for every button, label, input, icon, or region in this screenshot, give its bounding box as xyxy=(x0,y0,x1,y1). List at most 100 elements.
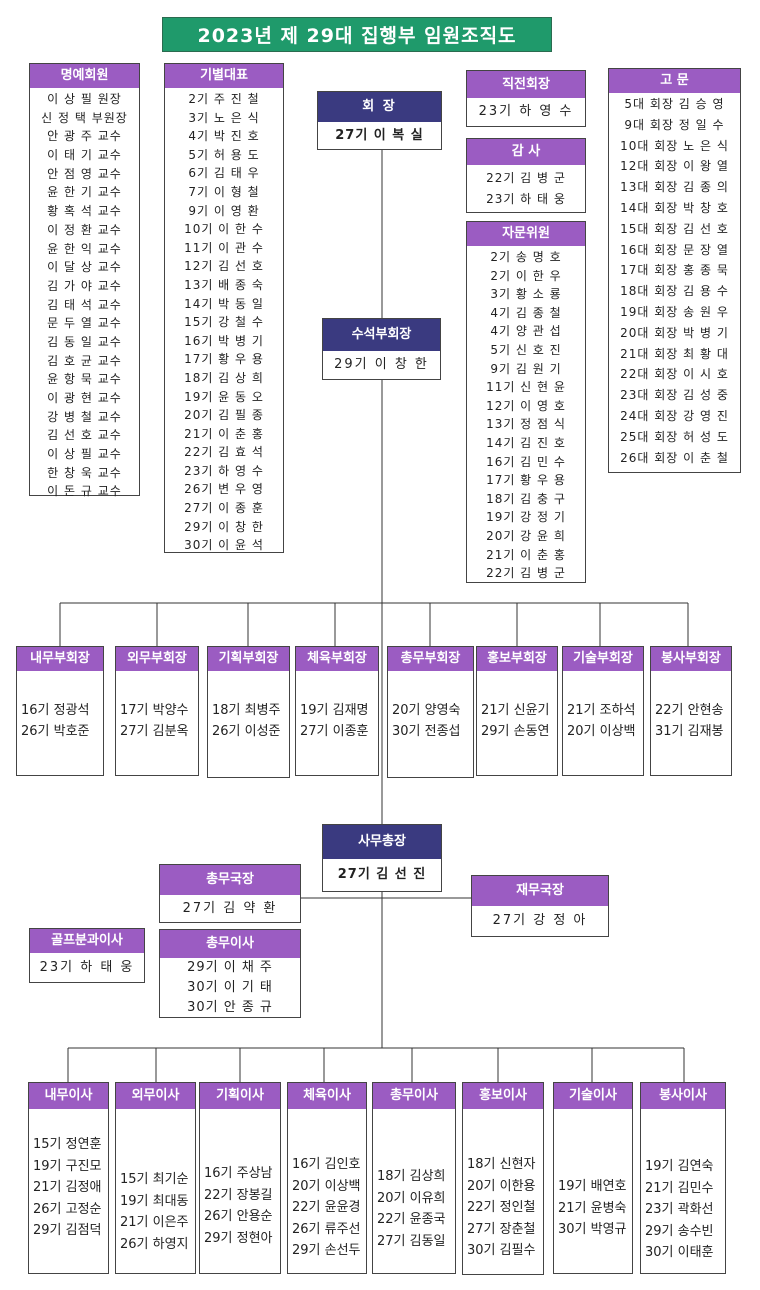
advisor-member: 25대 회장 허 성 도 xyxy=(620,429,729,444)
honorary-member: 이 상 필 교수 xyxy=(47,447,122,462)
class-rep: 9기 이 영 환 xyxy=(188,203,260,218)
general-directors-header: 총무이사 xyxy=(160,930,300,958)
vp-member: 17기 박양수 xyxy=(120,703,189,718)
director-member: 19기 최대동 xyxy=(120,1193,189,1209)
advisor-member: 5대 회장 김 승 영 xyxy=(624,97,725,111)
director-member: 22기 장봉길 xyxy=(204,1187,273,1203)
director-member: 30기 박영규 xyxy=(558,1222,627,1238)
auditor-member: 22기 김 병 군 xyxy=(486,171,566,185)
class-reps-header: 기별대표 xyxy=(165,64,283,88)
class-rep: 15기 강 철 수 xyxy=(184,315,264,330)
advisory-member: 18기 김 충 구 xyxy=(486,491,566,506)
honorary-member: 강 병 철 교수 xyxy=(47,409,122,424)
advisor-member: 19대 회장 송 원 우 xyxy=(620,304,729,319)
director-header: 외무이사 xyxy=(116,1083,195,1109)
advisor-member: 13대 회장 김 종 의 xyxy=(620,180,729,195)
advisor-member: 20대 회장 박 병 기 xyxy=(620,325,729,340)
golf-director-box: 골프분과이사 23기 하 태 웅 xyxy=(29,928,145,983)
auditor-header: 감 사 xyxy=(467,139,585,165)
vp-member: 20기 이상백 xyxy=(567,724,636,739)
vp-header: 외무부회장 xyxy=(116,647,198,671)
vp-member: 31기 김재봉 xyxy=(655,724,724,739)
vp-member: 19기 김재명 xyxy=(300,703,369,718)
secretary-general-name: 27기 김 선 진 xyxy=(337,867,427,882)
advisory-member: 2기 송 명 호 xyxy=(490,250,562,264)
advisory-member: 4기 양 관 섭 xyxy=(490,324,562,339)
advisory-member: 4기 김 종 철 xyxy=(490,305,562,320)
honorary-member: 윤 항 묵 교수 xyxy=(47,372,122,387)
advisory-member: 2기 이 한 우 xyxy=(490,268,562,283)
advisory-member: 20기 강 윤 희 xyxy=(486,528,566,543)
director-member: 21기 윤병숙 xyxy=(558,1200,627,1216)
finance-director-name: 27기 강 정 아 xyxy=(492,913,588,928)
director-member: 27기 김동일 xyxy=(377,1233,446,1249)
honorary-member: 이 정 환 교수 xyxy=(47,222,122,237)
class-rep: 27기 이 종 훈 xyxy=(184,501,264,516)
vp-member: 29기 손동연 xyxy=(481,724,550,739)
advisor-member: 12대 회장 이 왕 열 xyxy=(620,159,729,174)
vp-member: 22기 안현송 xyxy=(655,703,724,718)
vp-member: 27기 김분옥 xyxy=(120,724,189,739)
advisor-member: 21대 회장 최 황 대 xyxy=(620,346,729,361)
class-rep: 26기 변 우 영 xyxy=(184,482,264,497)
general-director-member: 29기 이 채 주 xyxy=(187,960,273,975)
director-member: 18기 신현자 xyxy=(467,1157,536,1172)
director-header: 총무이사 xyxy=(373,1083,455,1109)
director-member: 29기 송수빈 xyxy=(645,1223,714,1239)
secretary-general-box: 사무총장 27기 김 선 진 xyxy=(322,824,442,892)
advisory-member: 21기 이 춘 홍 xyxy=(486,547,566,562)
advisory-member: 12기 이 영 호 xyxy=(486,398,566,413)
class-rep: 18기 김 상 희 xyxy=(184,370,264,385)
honorary-member: 윤 한 기 교수 xyxy=(47,185,122,200)
finance-director-header: 재무국장 xyxy=(472,876,608,906)
advisory-member: 9기 김 원 기 xyxy=(490,361,562,376)
advisory-member: 16기 김 민 수 xyxy=(486,454,566,469)
advisory-member: 17기 황 우 용 xyxy=(486,473,566,488)
advisory-member: 11기 신 현 윤 xyxy=(486,380,566,395)
director-header: 홍보이사 xyxy=(463,1083,543,1109)
page-title: 2023년 제 29대 집행부 임원조직도 xyxy=(162,17,552,52)
vp-member: 27기 이종훈 xyxy=(300,724,369,739)
class-rep: 14기 박 동 일 xyxy=(184,296,264,311)
honorary-member: 이 돈 규 교수 xyxy=(47,484,122,499)
class-rep: 20기 김 필 종 xyxy=(184,408,264,423)
director-header: 내무이사 xyxy=(29,1083,108,1109)
director-header: 기술이사 xyxy=(554,1083,632,1109)
director-member: 20기 이상백 xyxy=(292,1178,361,1194)
general-director-member: 30기 안 종 규 xyxy=(187,1000,273,1015)
class-rep: 16기 박 병 기 xyxy=(184,333,264,348)
former-president-name: 23기 하 영 수 xyxy=(478,104,574,119)
class-rep: 21기 이 춘 홍 xyxy=(184,426,264,441)
director-member: 19기 구진모 xyxy=(33,1158,102,1174)
honorary-member: 문 두 열 교수 xyxy=(47,316,122,331)
class-rep: 5기 허 용 도 xyxy=(188,147,260,162)
senior-vp-box: 수석부회장 29기 이 창 한 xyxy=(322,318,441,380)
vp-member: 26기 박호준 xyxy=(21,724,90,739)
former-president-header: 직전회장 xyxy=(467,71,585,98)
director-member: 22기 윤종국 xyxy=(377,1212,446,1228)
honorary-member: 이 광 현 교수 xyxy=(47,391,122,405)
secretary-general-header: 사무총장 xyxy=(323,825,441,859)
general-affairs-director-header: 총무국장 xyxy=(160,865,300,895)
class-rep: 11기 이 관 수 xyxy=(184,240,264,255)
director-member: 21기 김정애 xyxy=(33,1180,102,1196)
honorary-member: 한 창 욱 교수 xyxy=(47,465,122,480)
advisory-header: 자문위원 xyxy=(467,222,585,246)
class-rep: 17기 황 우 용 xyxy=(184,352,264,367)
director-member: 16기 주상남 xyxy=(204,1166,273,1181)
honorary-member: 윤 한 익 교수 xyxy=(47,241,122,256)
